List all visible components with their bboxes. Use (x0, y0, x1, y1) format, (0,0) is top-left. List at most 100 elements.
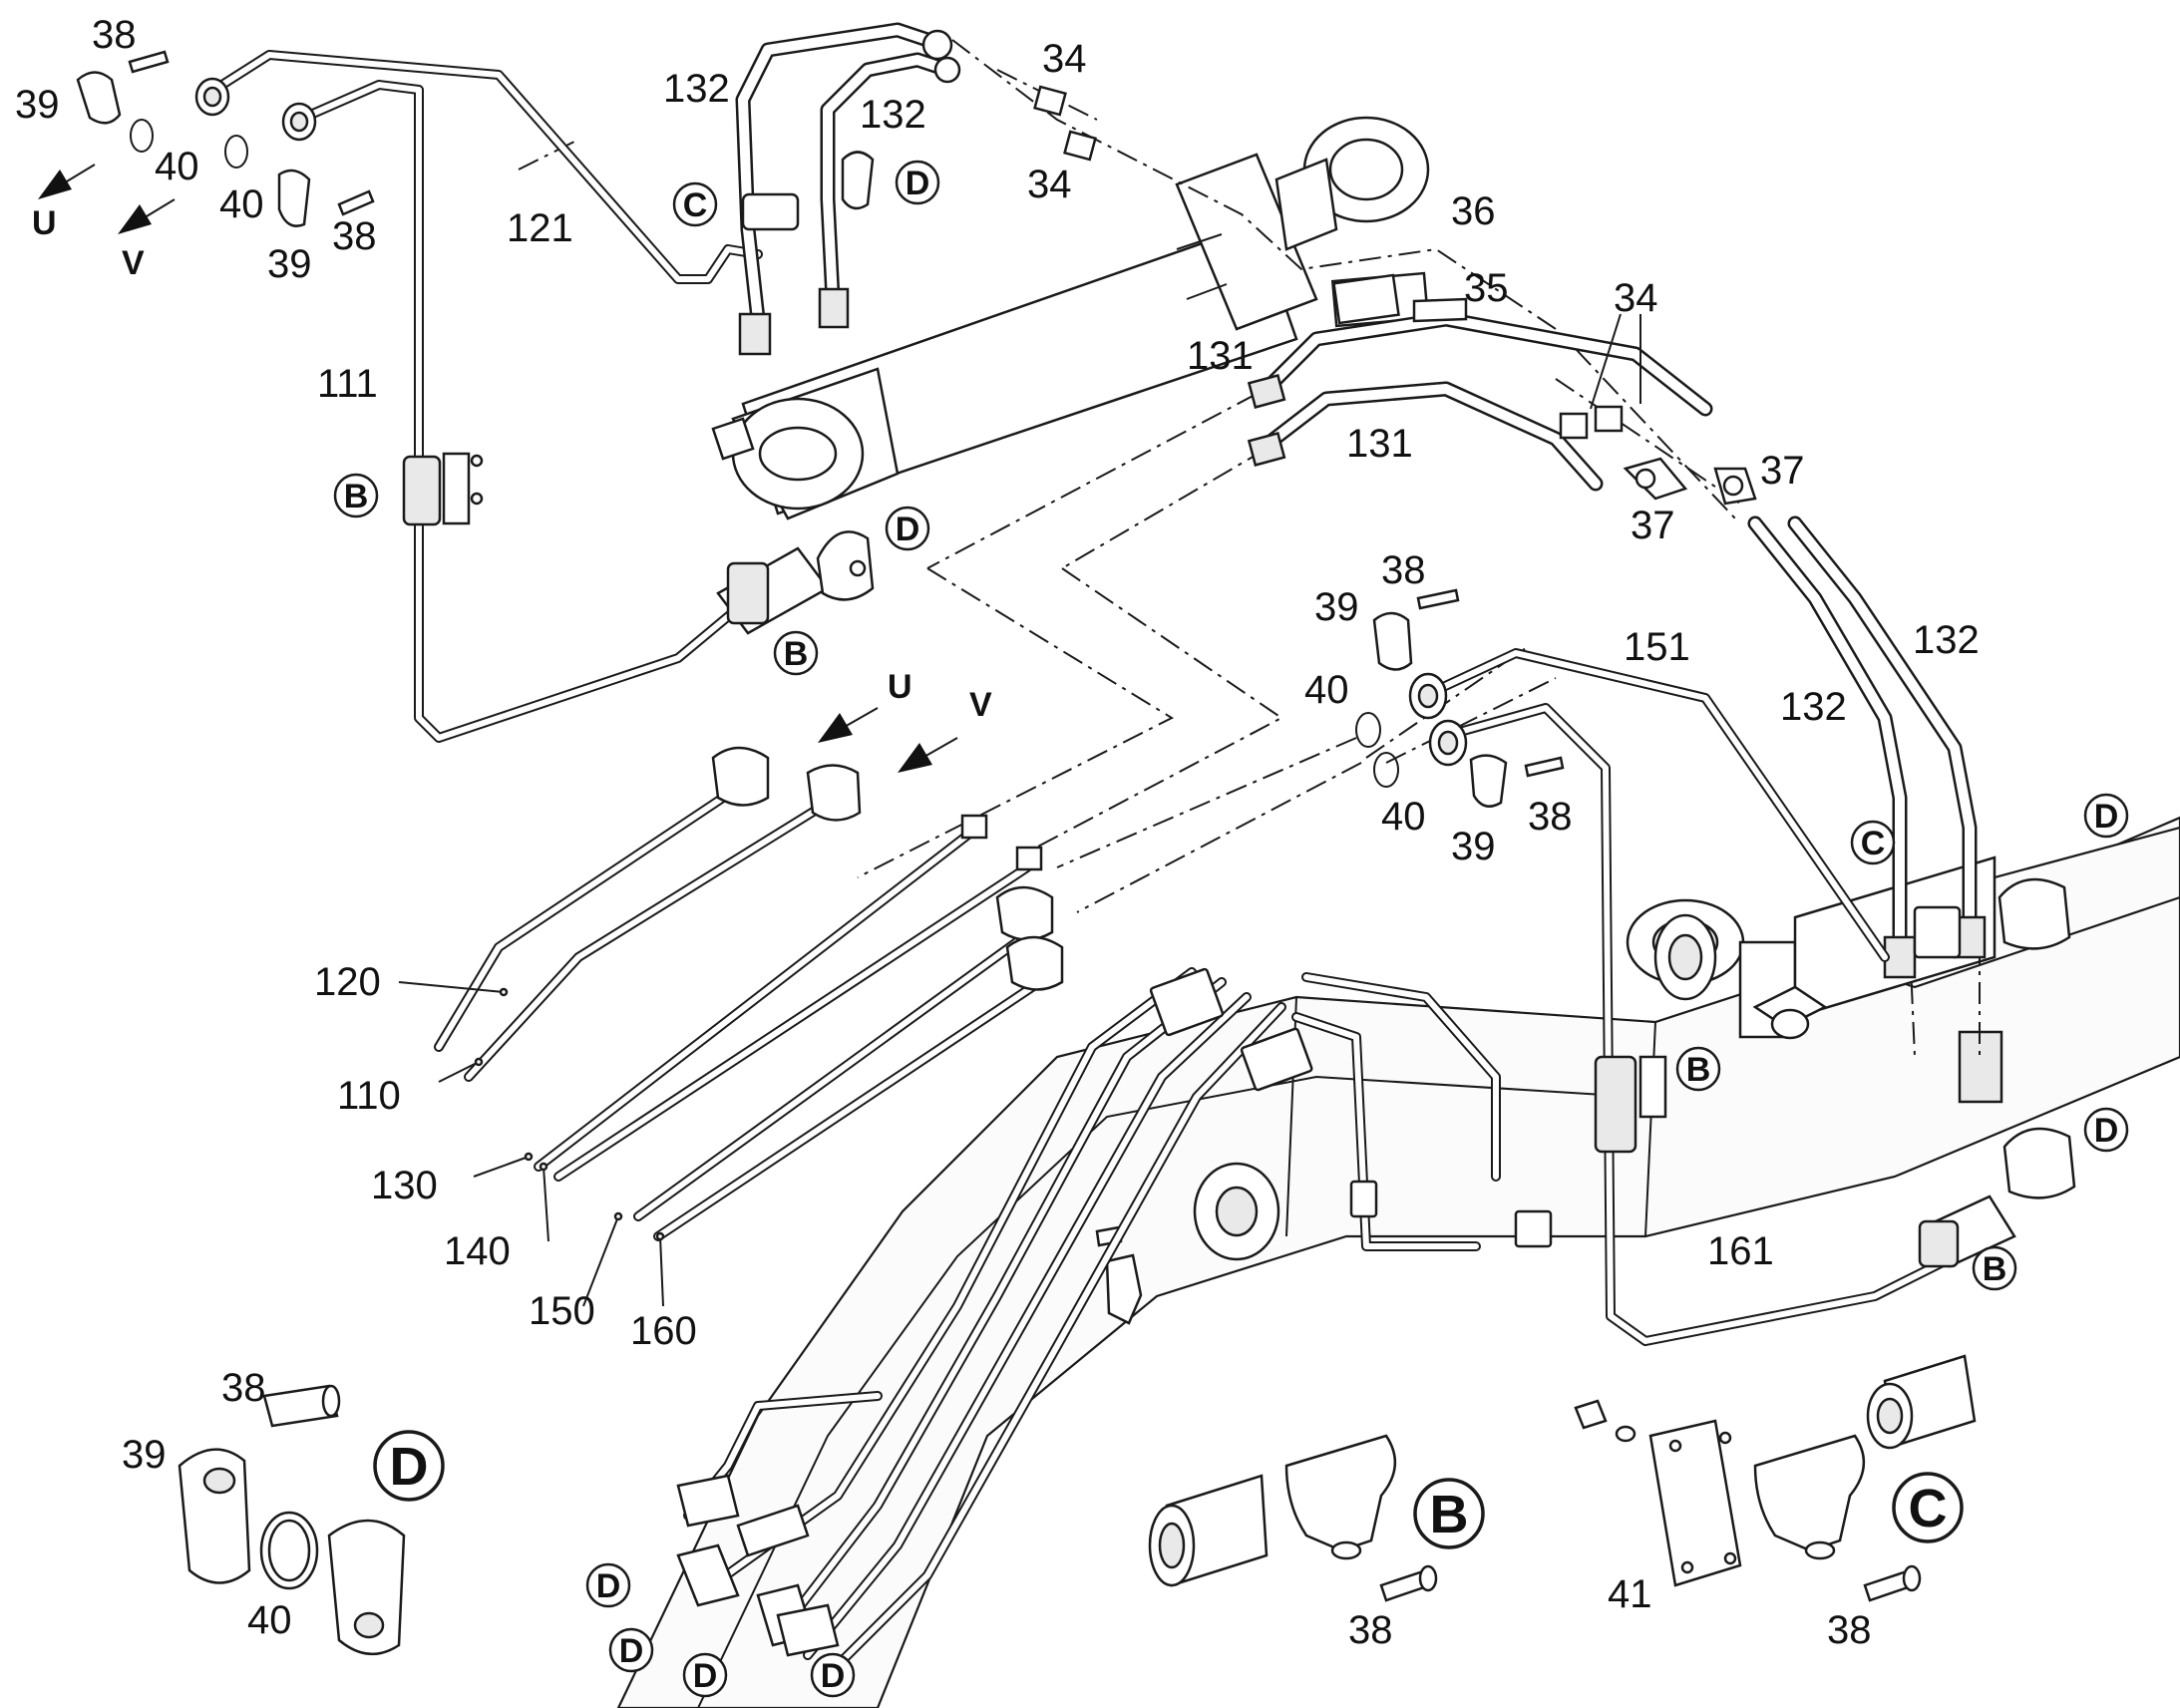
label-110: 110 (337, 1074, 401, 1118)
callout-d: D (682, 1652, 728, 1698)
svg-text:D: D (821, 1657, 846, 1695)
direction-labels: U V U V (32, 204, 992, 724)
hydraulic-cylinder (711, 116, 1430, 520)
svg-text:D: D (2094, 798, 2119, 836)
callout-d: D (885, 506, 930, 551)
label-38: 38 (1528, 795, 1573, 839)
flange-fittings-upper-left (76, 50, 375, 227)
arrow-v-middle (898, 743, 932, 773)
label-131: 131 (1346, 422, 1413, 466)
hoses-131 (1247, 273, 1713, 492)
hoses-132-upper (735, 22, 961, 356)
detail-c-clamp (1574, 1354, 1977, 1602)
leader-lines (398, 313, 1641, 1307)
svg-text:D: D (596, 1567, 621, 1605)
label-39: 39 (122, 1433, 167, 1477)
tube-121 (209, 50, 763, 284)
label-35: 35 (1464, 266, 1509, 310)
fittings-34-37-right (1559, 405, 1757, 506)
callout-d: D (2083, 793, 2129, 839)
detail-b-clamp (1148, 1434, 1438, 1602)
part-number-labels: 38 39 40 40 38 39 121 111 132 132 34 34 … (15, 13, 1980, 1652)
label-u: U (888, 668, 912, 706)
callout-c: C (672, 181, 718, 227)
svg-text:B: B (344, 478, 369, 515)
svg-text:C: C (1909, 1479, 1948, 1538)
callout-d: D (2083, 1107, 2129, 1153)
label-37: 37 (1760, 449, 1805, 493)
svg-text:B: B (1983, 1250, 2007, 1288)
svg-text:D: D (693, 1657, 718, 1695)
svg-text:B: B (1686, 1051, 1711, 1089)
callout-d: D (810, 1652, 856, 1698)
label-150: 150 (529, 1289, 595, 1333)
arrow-u-middle (818, 713, 853, 743)
label-34: 34 (1614, 276, 1658, 320)
label-v: V (122, 244, 145, 282)
tube-151 (1436, 648, 1890, 962)
flange-fittings-middle (1355, 588, 1565, 808)
label-37: 37 (1631, 504, 1675, 547)
arrow-u-upper (38, 170, 72, 199)
tube-111 (294, 80, 743, 743)
detail-d-flange (178, 1384, 406, 1656)
boom-tubes (434, 746, 1064, 1241)
label-130: 130 (371, 1164, 438, 1207)
svg-text:B: B (784, 635, 809, 673)
label-40: 40 (247, 1598, 292, 1642)
label-151: 151 (1624, 625, 1690, 669)
label-132: 132 (1913, 618, 1980, 662)
callout-b: B (333, 473, 379, 518)
detail-callouts: D B C (373, 1430, 1964, 1549)
detail-callout-b: B (1413, 1478, 1485, 1549)
label-132: 132 (663, 67, 730, 111)
callout-b: B (1675, 1046, 1721, 1092)
label-39: 39 (267, 242, 312, 286)
direction-arrows (38, 164, 958, 773)
label-40: 40 (1304, 668, 1349, 712)
svg-text:D: D (896, 511, 920, 548)
callout-b: B (1972, 1245, 2017, 1291)
callout-d: D (608, 1627, 654, 1673)
label-40: 40 (219, 182, 264, 226)
clamp-b-111 (716, 530, 875, 635)
label-39: 39 (1314, 585, 1359, 629)
svg-text:D: D (619, 1632, 644, 1670)
label-38: 38 (1348, 1608, 1393, 1652)
label-38: 38 (1381, 548, 1426, 592)
callout-d: D (585, 1562, 631, 1608)
svg-text:D: D (2094, 1112, 2119, 1150)
detail-callout-d: D (373, 1430, 445, 1502)
hoses-132-right (1747, 515, 2071, 979)
label-160: 160 (630, 1309, 697, 1353)
label-39: 39 (15, 83, 60, 127)
boom-structure (616, 816, 2180, 1708)
label-111: 111 (317, 362, 378, 406)
label-34: 34 (1042, 37, 1087, 81)
fittings-34-upper (1033, 85, 1097, 162)
svg-text:C: C (1861, 825, 1886, 862)
svg-text:D: D (390, 1437, 429, 1497)
label-u: U (32, 204, 57, 242)
label-120: 120 (314, 960, 381, 1004)
detail-callout-c: C (1892, 1472, 1964, 1543)
label-34: 34 (1027, 163, 1072, 206)
label-161: 161 (1707, 1229, 1774, 1273)
label-41: 41 (1608, 1572, 1652, 1616)
label-40: 40 (155, 145, 199, 188)
svg-text:B: B (1430, 1485, 1469, 1544)
label-39: 39 (1451, 825, 1496, 868)
tube-161 (1451, 703, 2076, 1346)
label-36: 36 (1451, 189, 1496, 233)
label-38: 38 (92, 13, 137, 57)
svg-text:C: C (683, 186, 708, 224)
label-38: 38 (221, 1366, 266, 1410)
callout-c: C (1850, 820, 1896, 865)
callout-b: B (773, 630, 819, 676)
label-40: 40 (1381, 795, 1426, 839)
svg-text:D: D (906, 165, 930, 202)
label-132: 132 (860, 93, 926, 137)
label-140: 140 (444, 1229, 511, 1273)
boom-hose-bundle (676, 967, 1553, 1680)
